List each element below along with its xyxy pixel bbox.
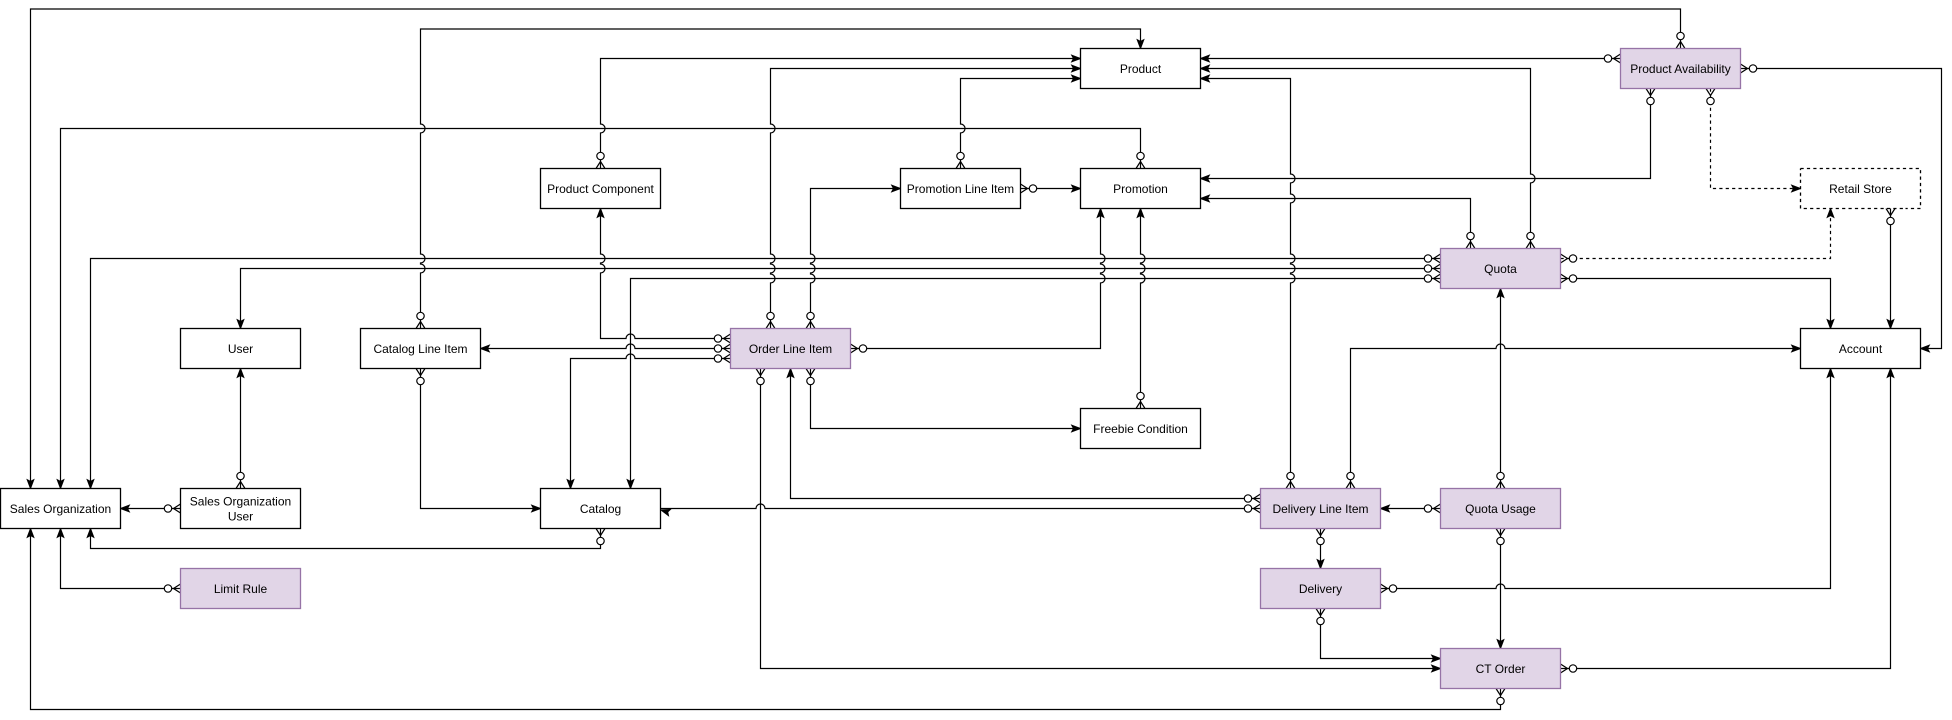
svg-text:Delivery Line Item: Delivery Line Item [1272,502,1368,516]
svg-text:Sales Organization: Sales Organization [190,495,291,509]
svg-text:Catalog: Catalog [580,502,621,516]
svg-text:Order Line Item: Order Line Item [749,342,832,356]
svg-text:CT Order: CT Order [1476,662,1526,676]
svg-text:Product Availability: Product Availability [1630,62,1731,76]
svg-text:Account: Account [1839,342,1883,356]
svg-text:Freebie Condition: Freebie Condition [1093,422,1188,436]
svg-text:Delivery: Delivery [1299,582,1342,596]
svg-text:Catalog Line Item: Catalog Line Item [373,342,467,356]
svg-text:User: User [228,509,253,523]
svg-text:Sales Organization: Sales Organization [10,502,111,516]
svg-text:Retail Store: Retail Store [1829,182,1892,196]
svg-text:Quota Usage: Quota Usage [1465,502,1536,516]
svg-text:Promotion Line Item: Promotion Line Item [907,182,1014,196]
svg-text:Promotion: Promotion [1113,182,1168,196]
svg-text:Limit Rule: Limit Rule [214,582,268,596]
svg-text:Product Component: Product Component [547,182,654,196]
svg-text:User: User [228,342,253,356]
svg-text:Quota: Quota [1484,262,1517,276]
svg-text:Product: Product [1120,62,1162,76]
